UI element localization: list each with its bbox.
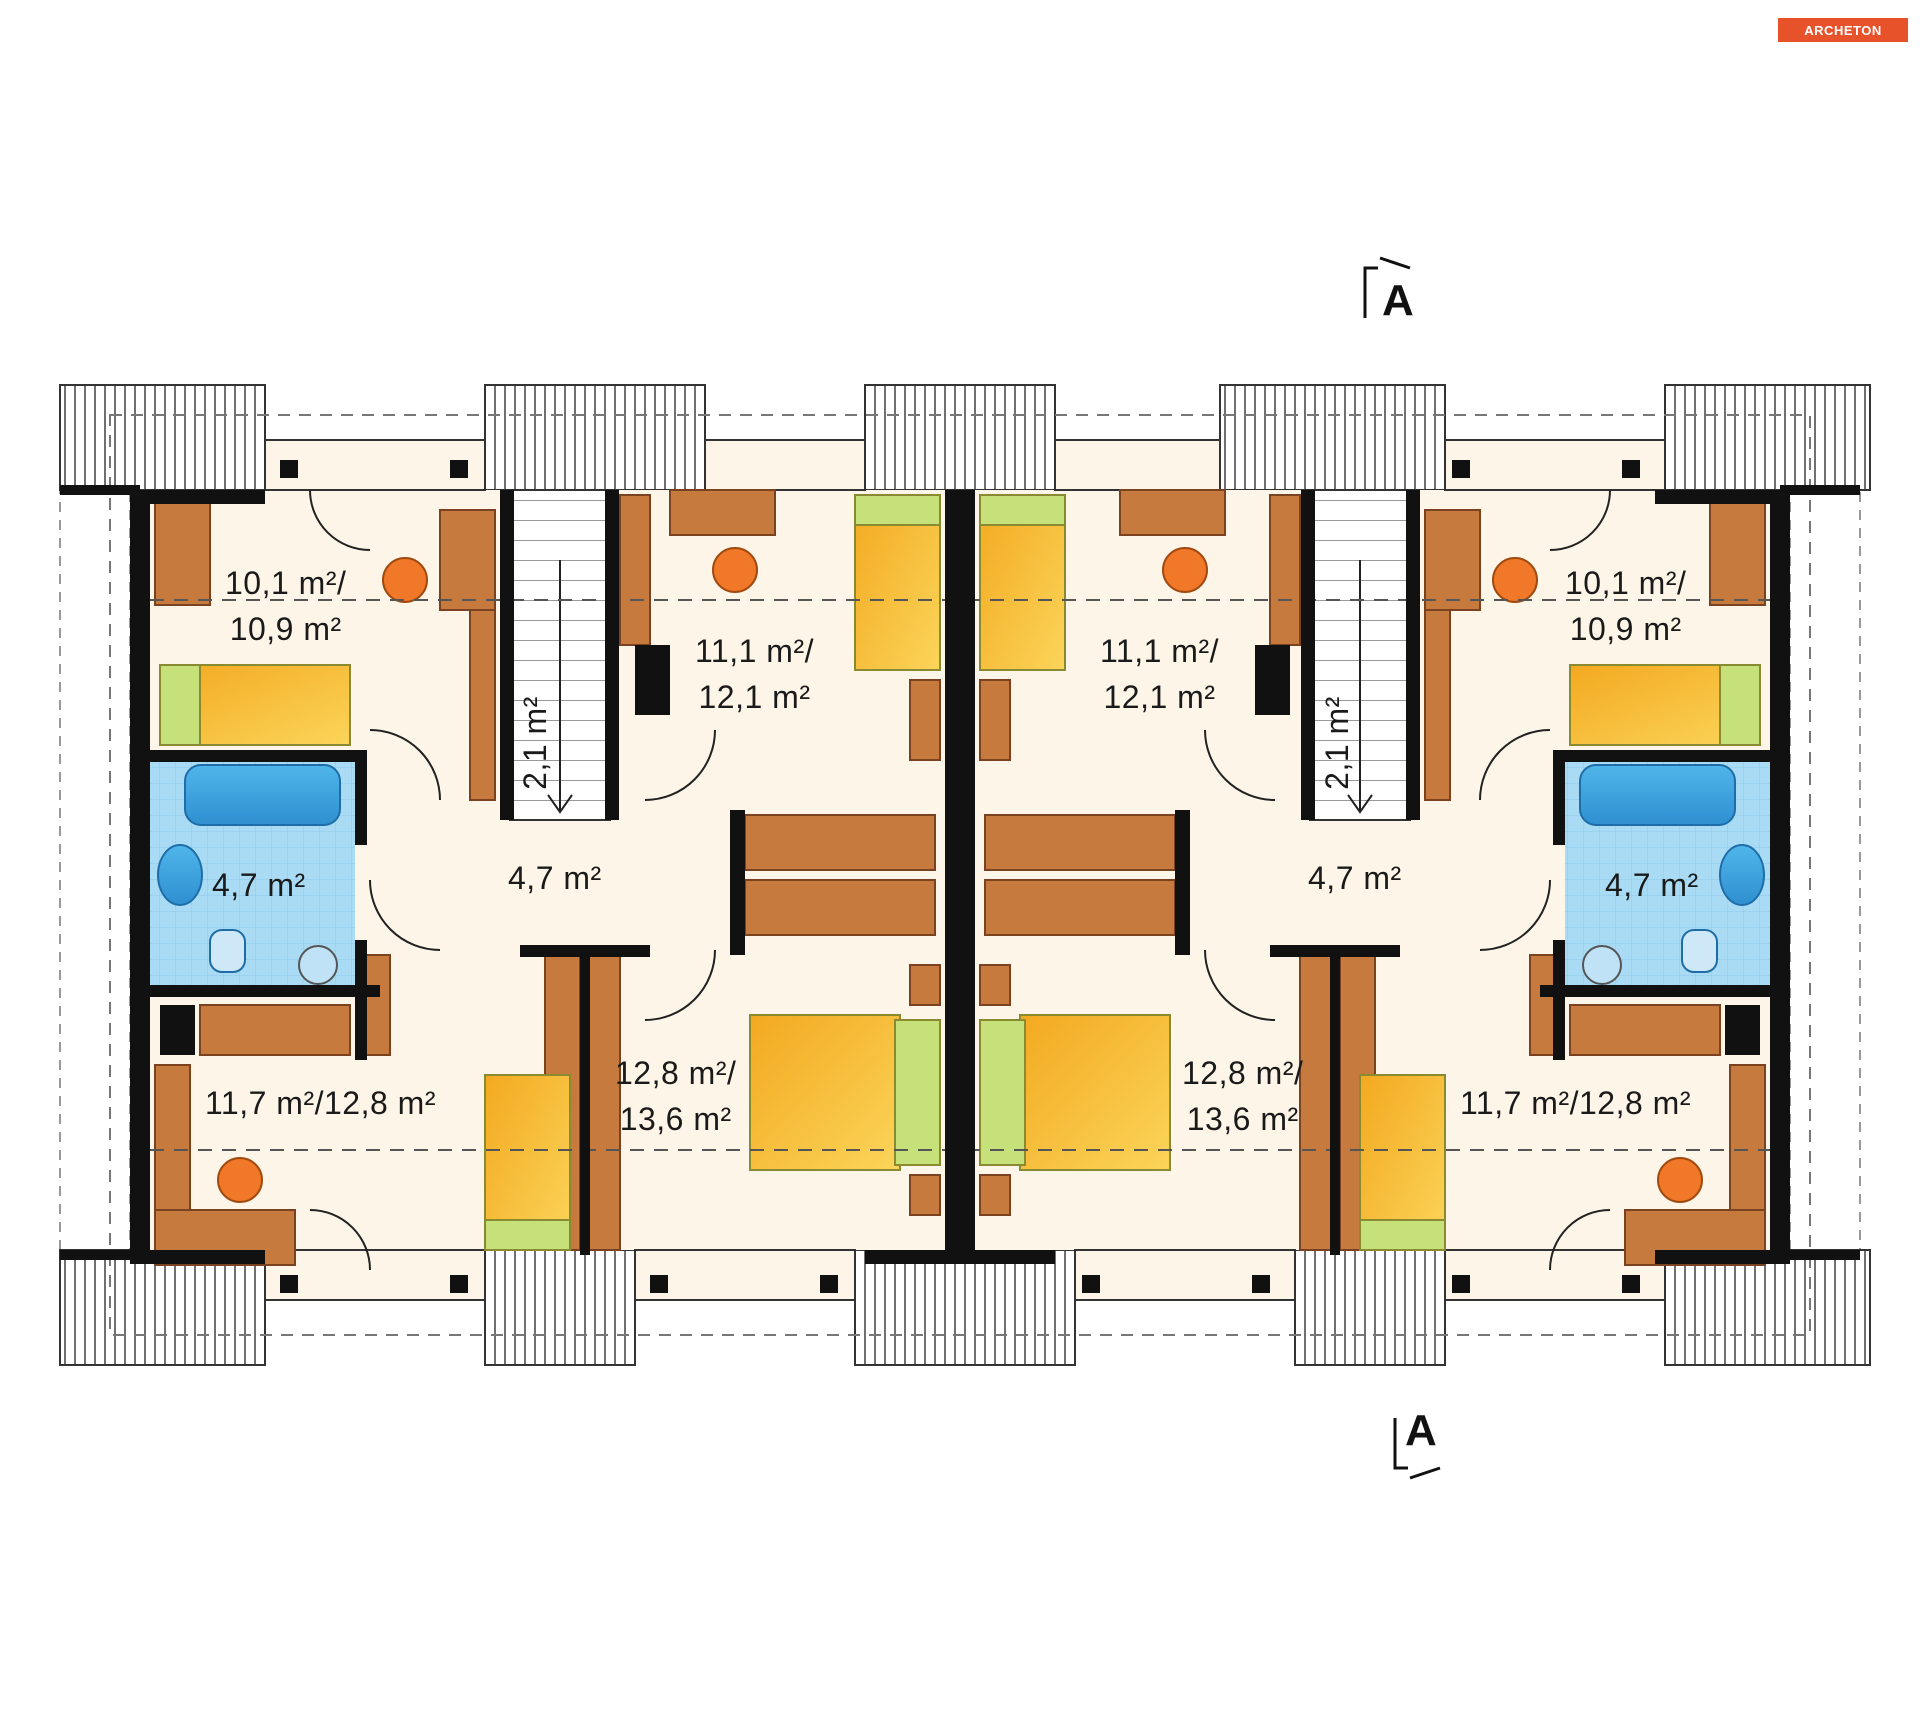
room-area-line: 13,6 m² <box>1186 1101 1299 1137</box>
room-area-line: 10,1 m²/ <box>225 565 347 601</box>
room-area-line: 4,7 m² <box>212 867 306 903</box>
room-area-line: 12,8 m²/ <box>1182 1055 1304 1091</box>
room-area-left-hall: 4,7 m² <box>508 855 602 901</box>
room-area-line: 10,9 m² <box>1569 611 1682 647</box>
room-area-left-bath: 4,7 m² <box>212 862 306 908</box>
room-area-left-bottom-mid: 12,8 m²/ 13,6 m² <box>615 1050 736 1142</box>
room-area-line: 12,1 m² <box>698 679 811 715</box>
room-area-line: 4,7 m² <box>1308 860 1402 896</box>
room-area-line: 2,1 m² <box>1318 696 1355 790</box>
bathtub-left-icon <box>184 764 341 826</box>
washer-left-icon <box>298 945 338 985</box>
room-area-line: 2,1 m² <box>516 696 553 790</box>
chair-icons <box>217 547 1703 1203</box>
room-area-line: 12,1 m² <box>1103 679 1216 715</box>
room-area-left-stair: 2,1 m² <box>512 696 558 790</box>
room-area-line: 10,9 m² <box>229 611 342 647</box>
room-area-line: 11,1 m²/ <box>695 633 814 669</box>
room-area-line: 4,7 m² <box>1605 867 1699 903</box>
stove-icons <box>160 645 1760 1055</box>
section-mark-top: A <box>1382 276 1414 325</box>
room-area-right-bath: 4,7 m² <box>1605 862 1699 908</box>
room-area-right-bottom-right: 11,7 m²/12,8 m² <box>1460 1080 1691 1126</box>
toilet-left-icon <box>209 929 246 973</box>
room-area-line: 11,7 m²/12,8 m² <box>205 1085 436 1121</box>
room-area-line: 10,1 m²/ <box>1565 565 1687 601</box>
section-line-bottom <box>1393 1418 1441 1480</box>
room-area-right-stair: 2,1 m² <box>1314 696 1360 790</box>
room-area-right-top-right: 10,1 m²/ 10,9 m² <box>1565 560 1686 652</box>
room-area-line: 11,1 m²/ <box>1100 633 1219 669</box>
walls <box>60 460 1860 1293</box>
room-area-left-top-left: 10,1 m²/ 10,9 m² <box>225 560 346 652</box>
room-area-line: 4,7 m² <box>508 860 602 896</box>
room-area-line: 12,8 m²/ <box>615 1055 737 1091</box>
archeton-logo: ARCHETON <box>1778 18 1908 42</box>
room-area-right-hall: 4,7 m² <box>1308 855 1402 901</box>
roof-overhang <box>59 384 1871 1366</box>
toilet-right-icon <box>1681 929 1718 973</box>
section-line-top <box>1363 256 1411 318</box>
bed-icons <box>159 494 1761 1251</box>
furniture-wood <box>154 489 1766 1266</box>
washer-right-icon <box>1582 945 1622 985</box>
room-area-left-bottom-left: 11,7 m²/12,8 m² <box>205 1080 436 1126</box>
sink-left-icon <box>157 844 203 906</box>
door-swings <box>309 489 1611 1271</box>
section-mark-bottom: A <box>1405 1406 1437 1455</box>
room-area-line: 11,7 m²/12,8 m² <box>1460 1085 1691 1121</box>
logo-text: ARCHETON <box>1804 22 1882 38</box>
room-area-right-top-mid: 11,1 m²/ 12,1 m² <box>1100 628 1219 720</box>
bathtub-right-icon <box>1579 764 1736 826</box>
room-area-line: 13,6 m² <box>619 1101 732 1137</box>
room-area-left-top-mid: 11,1 m²/ 12,1 m² <box>695 628 814 720</box>
room-area-right-bottom-mid: 12,8 m²/ 13,6 m² <box>1182 1050 1303 1142</box>
sink-right-icon <box>1719 844 1765 906</box>
